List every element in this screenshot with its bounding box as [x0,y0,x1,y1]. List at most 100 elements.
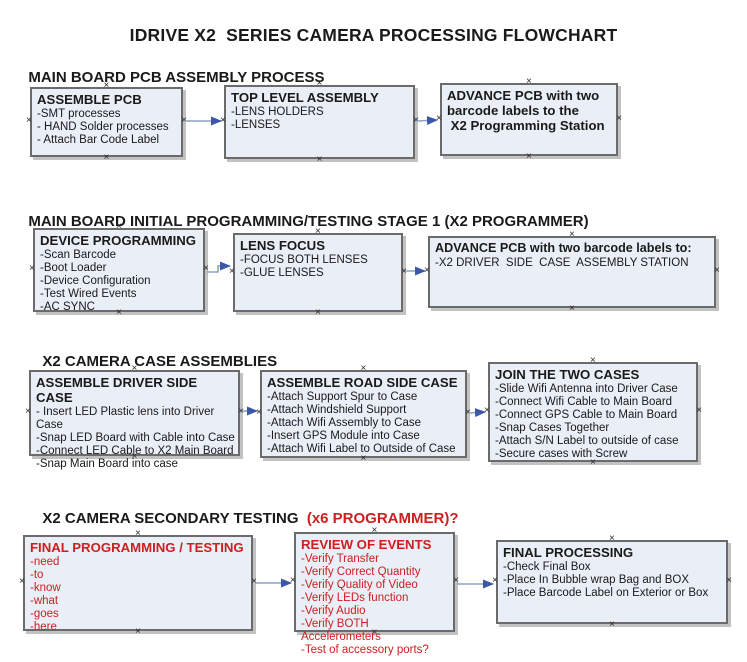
connection-point-icon [526,152,532,162]
section-header-red-text: (x6 PROGRAMMER)? [302,510,459,527]
connection-point-icon [372,628,378,638]
flow-box-lens-focus: LENS FOCUS -FOCUS BOTH LENSES-GLUE LENSE… [233,233,403,312]
connection-point-icon [372,526,378,536]
section-header-text: MAIN BOARD INITIAL PROGRAMMING/TESTING S… [28,213,589,230]
box-title: LENS FOCUS [240,238,325,253]
connection-point-icon [317,155,323,165]
box-item: -Place Barcode Label on Exterior or Box [503,587,709,599]
box-title: ADVANCE PCB with two barcode labels to: [435,241,692,255]
box-title: REVIEW OF EVENTS [301,537,432,552]
connection-point-icon [116,222,122,232]
connection-point-icon [19,577,25,587]
box-item: -X2 DRIVER SIDE CASE ASSEMBLY STATION [435,257,689,269]
connection-point-icon [315,308,321,318]
flow-box-review-of-events: REVIEW OF EVENTS -Verify Transfer-Verify… [294,532,455,656]
box-items: - Insert LED Plastic lens into Driver Ca… [31,405,238,471]
box-item: -GLUE LENSES [240,267,324,279]
box-item: -know [30,582,61,594]
connection-point-icon [609,620,615,630]
box-items: -Slide Wifi Antenna into Driver Case-Con… [490,382,696,461]
box-title: DEVICE PROGRAMMING [40,233,197,248]
box-items: -Attach Support Spur to Case-Attach Wind… [262,390,465,456]
flow-box-assemble-road-side-case: ASSEMBLE ROAD SIDE CASE -Attach Support … [260,370,467,458]
box-item: -LENSES [231,119,281,131]
box-item: -Scan Barcode [40,249,117,261]
box-item: -Attach Support Spur to Case [267,391,418,403]
box-title: ASSEMBLE DRIVER SIDE CASE [36,375,201,405]
connection-point-icon [726,576,732,586]
connector-top-level-to-advance-pcb [416,116,438,125]
flow-box-device-programming: DEVICE PROGRAMMING -Scan Barcode-Boot Lo… [33,228,205,314]
connection-point-icon [203,264,209,274]
box-item: -Slide Wifi Antenna into Driver Case [495,383,678,395]
box-item: -Verify BOTH Accelerometers [301,618,381,643]
connection-point-icon [696,406,702,416]
connection-point-icon [251,577,257,587]
box-item: - Attach Bar Code Label [37,134,160,146]
box-title: ADVANCE PCB with two barcode labels to t… [447,88,605,133]
box-item: -Connect Wifi Cable to Main Board [495,396,673,408]
box-items: -X2 DRIVER SIDE CASE ASSEMBLY STATION [430,256,714,270]
connection-point-icon [135,627,141,637]
box-item: -Attach Wifi Assembly to Case [267,417,422,429]
box-item: -SMT processes [37,108,121,120]
connection-point-icon [569,230,575,240]
section-header-pcb-assembly: MAIN BOARD PCB ASSEMBLY PROCESS [20,52,325,86]
connection-point-icon [609,534,615,544]
box-items: -LENS HOLDERS-LENSES [226,105,413,132]
box-item: -Verify Audio [301,605,366,617]
page-title: IDRIVE X2 SERIES CAMERA PROCESSING FLOWC… [129,24,618,45]
connection-point-icon [229,267,235,277]
box-item: -Verify LEDs function [301,592,409,604]
connector-device-programming-to-lens-focus [207,261,231,273]
connection-point-icon [616,114,622,124]
connection-point-icon [424,266,430,276]
box-item: -Verify Correct Quantity [301,566,421,578]
box-item: -Connect LED Cable to X2 Main Board [36,445,234,457]
box-item: -Attach Windshield Support [267,404,407,416]
box-item: -Device Configuration [40,275,151,287]
box-items: -need-to-know-what-goes-here [25,555,251,634]
connection-point-icon [361,364,367,374]
box-item: -Secure cases with Screw [495,448,628,460]
connection-point-icon [436,114,442,124]
connection-point-icon [453,576,459,586]
connection-point-icon [132,364,138,374]
box-title: ASSEMBLE PCB [37,92,142,107]
box-title: TOP LEVEL ASSEMBLY [231,90,379,105]
box-items: -FOCUS BOTH LENSES-GLUE LENSES [235,253,401,280]
connection-point-icon [132,452,138,462]
connection-point-icon [484,406,490,416]
box-item: -Snap LED Board with Cable into Case [36,432,235,444]
box-items: -Scan Barcode-Boot Loader-Device Configu… [35,248,203,314]
connection-point-icon [181,116,187,126]
connection-point-icon [361,454,367,464]
box-item: -Check Final Box [503,561,591,573]
flow-box-advance-pcb-programming-station: ADVANCE PCB with two barcode labels to t… [440,83,618,156]
box-item: -Verify Quality of Video [301,579,418,591]
connection-point-icon [315,227,321,237]
connection-point-icon [569,304,575,314]
box-title: FINAL PROCESSING [503,545,634,560]
box-item: -FOCUS BOTH LENSES [240,254,368,266]
connection-point-icon [104,153,110,163]
connection-point-icon [256,408,262,418]
connection-point-icon [104,81,110,91]
box-item: -Attach Wifi Label to Outside of Case [267,443,456,455]
box-item: - Insert LED Plastic lens into Driver Ca… [36,406,218,431]
box-title: FINAL PROGRAMMING / TESTING [30,540,244,555]
box-item: -need [30,556,60,568]
section-header-initial-programming: MAIN BOARD INITIAL PROGRAMMING/TESTING S… [20,196,589,230]
box-item: -what [30,595,59,607]
box-title: JOIN THE TWO CASES [495,367,640,382]
connection-point-icon [135,529,141,539]
connection-point-icon [714,266,720,276]
connection-point-icon [220,116,226,126]
section-header-text: MAIN BOARD PCB ASSEMBLY PROCESS [28,69,325,86]
flow-box-final-programming-testing: FINAL PROGRAMMING / TESTING -need-to-kno… [23,535,253,634]
connection-point-icon [465,408,471,418]
connection-point-icon [25,407,31,417]
box-item: -goes [30,608,59,620]
box-item: -to [30,569,44,581]
box-item: -LENS HOLDERS [231,106,324,118]
